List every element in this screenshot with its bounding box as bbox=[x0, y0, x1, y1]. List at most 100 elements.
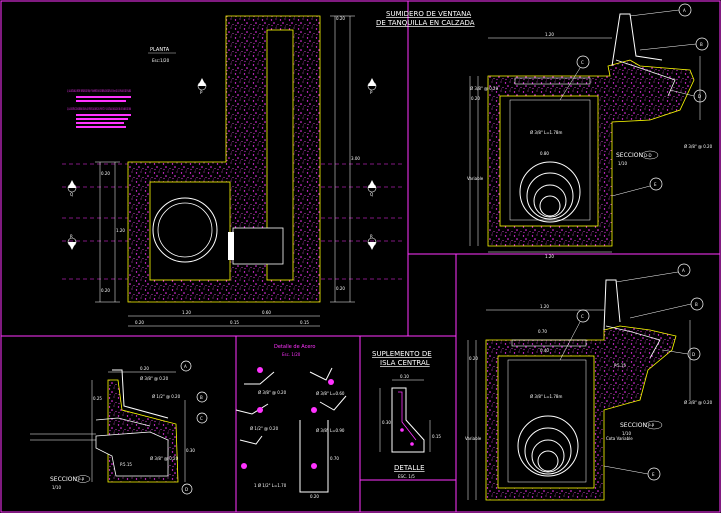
callout-a-top: A bbox=[629, 3, 692, 17]
svg-text:B: B bbox=[200, 395, 203, 400]
dim-label: 0.15 bbox=[230, 320, 239, 325]
section-pp-left: 0.25 0.30 0.20 Ø 3/8" @ 0.20 Ø 1/2" @ 0.… bbox=[30, 360, 208, 495]
svg-text:Variable: Variable bbox=[465, 436, 482, 441]
section-dd: 1.20 1.20 0.20 0.80 Variable Ø 3/8" L=1.… bbox=[467, 3, 713, 259]
svg-text:Q: Q bbox=[370, 192, 373, 197]
svg-text:Ø 3/8" L=1.78m: Ø 3/8" L=1.78m bbox=[530, 394, 562, 399]
svg-text:C: C bbox=[581, 314, 584, 319]
dim-label: 1.20 bbox=[182, 310, 191, 315]
section-marker-p-left: P bbox=[197, 78, 207, 95]
bar-label: Ø 3/8" L=1.78m bbox=[530, 130, 562, 135]
svg-text:0.20: 0.20 bbox=[469, 356, 478, 361]
variable-label: Variable bbox=[467, 176, 484, 181]
supplement-title: SUPLEMENTO DE bbox=[372, 350, 432, 358]
svg-text:P.5.15: P.5.15 bbox=[120, 462, 132, 467]
steel-detail-title: Detalle de Acero bbox=[274, 344, 315, 350]
svg-text:B: B bbox=[695, 302, 698, 307]
svg-text:0.20: 0.20 bbox=[140, 366, 149, 371]
svg-text:0.10: 0.10 bbox=[400, 374, 409, 379]
svg-text:Esc. 1/20: Esc. 1/20 bbox=[282, 352, 301, 357]
dim-label: 0.20 bbox=[101, 171, 110, 176]
svg-text:D-D: D-D bbox=[644, 153, 652, 158]
section-dd-title: SECCION bbox=[616, 152, 643, 159]
svg-text:1.20: 1.20 bbox=[540, 304, 549, 309]
callout-a-left: A bbox=[180, 360, 192, 372]
callout-c-bottom: C bbox=[559, 309, 590, 361]
svg-text:E: E bbox=[654, 182, 657, 187]
section-marker-r-left: R bbox=[67, 234, 77, 250]
svg-text:0.20: 0.20 bbox=[310, 494, 319, 499]
bar-side-label: Ø 3/8" @ 0.20 bbox=[684, 144, 713, 149]
main-title: SUMIDERO DE VENTANA DE TANQUILLA EN CALZ… bbox=[376, 10, 475, 27]
callout-e-top: E bbox=[611, 177, 663, 197]
svg-text:1.20: 1.20 bbox=[545, 254, 554, 259]
svg-text:1/10: 1/10 bbox=[52, 485, 61, 490]
central-island-supplement: SUPLEMENTO DE ISLA CENTRAL 0.30 0.10 0.1… bbox=[372, 350, 441, 479]
svg-text:0.20: 0.20 bbox=[471, 96, 480, 101]
svg-text:1/10: 1/10 bbox=[618, 161, 627, 166]
svg-text:ISLA CENTRAL: ISLA CENTRAL bbox=[380, 359, 430, 367]
svg-text:Q: Q bbox=[70, 192, 73, 197]
svg-text:B: B bbox=[700, 42, 703, 47]
svg-text:Ø 3/8" @ 0.20: Ø 3/8" @ 0.20 bbox=[684, 400, 713, 405]
svg-text:DE TANQUILLA EN CALZADA: DE TANQUILLA EN CALZADA bbox=[376, 19, 475, 27]
note-2: (2) LA CONSTRUCCION DEBERA SEGUIR LAS ES… bbox=[67, 107, 131, 111]
svg-text:Ø 1/2" @ 0.20: Ø 1/2" @ 0.20 bbox=[250, 426, 279, 431]
svg-text:E: E bbox=[652, 472, 655, 477]
detail-title: DETALLE bbox=[394, 464, 425, 472]
callout-b-bottom: B bbox=[629, 297, 704, 319]
callout-b-left: B bbox=[196, 391, 208, 403]
svg-text:0.30: 0.30 bbox=[186, 448, 195, 453]
manhole-ring-outer bbox=[152, 197, 218, 263]
plan-scale: Esc:1/20 bbox=[152, 58, 170, 63]
dim-label: 0.20 bbox=[336, 286, 345, 291]
svg-text:D: D bbox=[185, 487, 188, 492]
dim-label: 1.20 bbox=[116, 228, 125, 233]
svg-text:Ø 3/8" @ 0.20: Ø 3/8" @ 0.20 bbox=[150, 456, 179, 461]
svg-text:P-P: P-P bbox=[648, 423, 655, 428]
dim-label: 0.60 bbox=[262, 310, 271, 315]
svg-text:Ø 3/8" @ 0.20: Ø 3/8" @ 0.20 bbox=[140, 376, 169, 381]
dim-label: 0.20 bbox=[101, 288, 110, 293]
callout-c-top: C bbox=[559, 55, 590, 101]
callout-a-bottom: A bbox=[615, 263, 691, 283]
svg-text:Ø 3/8" @ 0.20: Ø 3/8" @ 0.20 bbox=[470, 86, 499, 91]
callout-d-left: D bbox=[181, 483, 193, 495]
svg-text:0.30: 0.30 bbox=[382, 420, 391, 425]
plan-view: 0.20 3.00 0.20 0.20 1.20 0.20 1.20 0.60 … bbox=[62, 15, 402, 327]
dim-label: 0.20 bbox=[336, 16, 345, 21]
dim-label: 0.20 bbox=[135, 320, 144, 325]
section-marker-q-left: Q bbox=[67, 180, 77, 197]
callout-c-left: C bbox=[196, 412, 208, 424]
callout-b-top: B bbox=[639, 37, 709, 51]
svg-text:0.25: 0.25 bbox=[93, 396, 102, 401]
svg-text:SUMIDERO DE VENTANA: SUMIDERO DE VENTANA bbox=[386, 10, 471, 18]
dim-label: 3.00 bbox=[351, 156, 360, 161]
svg-text:R: R bbox=[370, 234, 373, 239]
svg-text:D: D bbox=[698, 94, 701, 99]
callout-d-bottom: D bbox=[661, 347, 701, 361]
svg-text:0.70: 0.70 bbox=[330, 456, 339, 461]
svg-text:R: R bbox=[70, 234, 73, 239]
plan-title: PLANTA bbox=[150, 47, 170, 53]
svg-text:P: P bbox=[200, 90, 203, 95]
svg-text:P-P: P-P bbox=[78, 477, 85, 482]
section-marker-r-right: R bbox=[367, 234, 377, 250]
dim-label: 0.15 bbox=[300, 320, 309, 325]
svg-text:Ø 3/8" L=0.60: Ø 3/8" L=0.60 bbox=[316, 391, 345, 396]
svg-text:Ø 3/8" L=0.90: Ø 3/8" L=0.90 bbox=[316, 428, 345, 433]
svg-text:0.70: 0.70 bbox=[538, 329, 547, 334]
svg-text:C: C bbox=[581, 60, 584, 65]
svg-text:A: A bbox=[184, 364, 187, 369]
callout-d-top: D bbox=[669, 89, 707, 103]
svg-text:Ø 3/8" @ 0.20: Ø 3/8" @ 0.20 bbox=[258, 390, 287, 395]
svg-text:0.80: 0.80 bbox=[540, 151, 549, 156]
section-pp-left-title: SECCION bbox=[50, 476, 77, 483]
svg-text:ESC. 1/5: ESC. 1/5 bbox=[398, 474, 415, 479]
section-pp-right-title: SECCION bbox=[620, 422, 647, 429]
svg-text:A: A bbox=[682, 268, 685, 273]
svg-text:0.40: 0.40 bbox=[540, 348, 549, 353]
svg-text:0.15: 0.15 bbox=[432, 434, 441, 439]
svg-text:Cota Variable: Cota Variable bbox=[606, 436, 633, 441]
